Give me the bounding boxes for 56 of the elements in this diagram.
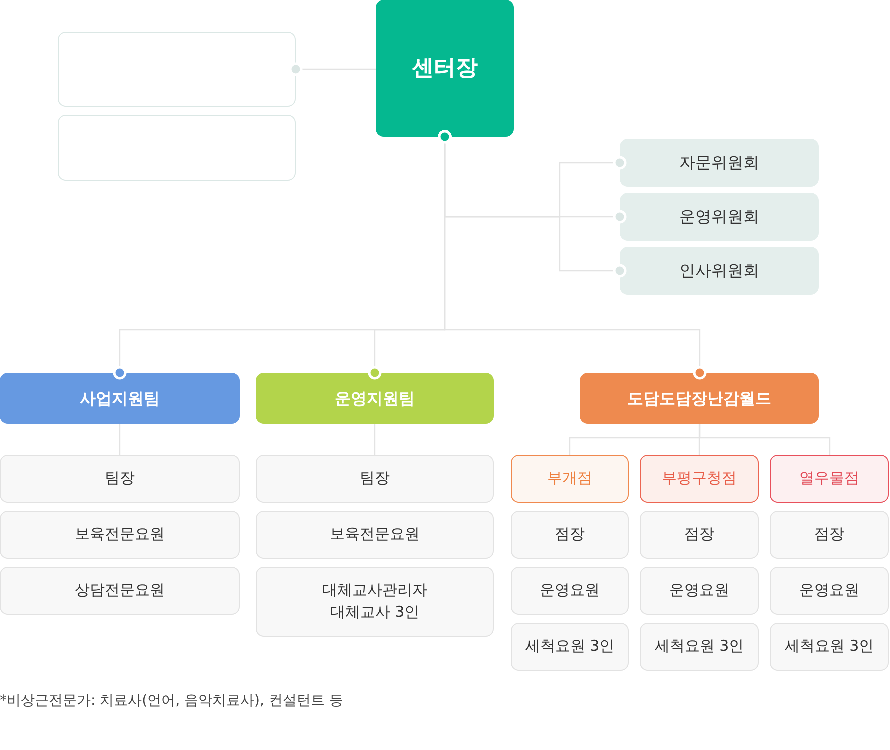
position-box xyxy=(770,623,889,671)
position-label: 대체교사관리자 xyxy=(322,580,428,602)
position-label: 운영요원 xyxy=(670,580,730,602)
position-box xyxy=(511,511,629,559)
empty-box xyxy=(58,32,296,107)
position-box xyxy=(640,567,759,615)
position-box xyxy=(0,455,240,503)
position-box xyxy=(256,511,494,559)
title-label: 센터장 xyxy=(412,54,478,83)
position-box xyxy=(256,567,494,637)
committee-label: 인사위원회 xyxy=(680,260,760,282)
committee-label: 자문위원회 xyxy=(680,152,760,174)
position-label: 운영요원 xyxy=(800,580,860,602)
position-label: 점장 xyxy=(814,524,844,546)
footnote: *비상근전문가: 치료사(언어, 음악치료사), 컨설턴트 등 xyxy=(0,692,344,710)
empty-box xyxy=(58,115,296,181)
position-box xyxy=(640,623,759,671)
branch-box xyxy=(511,455,629,503)
team-label: 도담도담장난감월드 xyxy=(628,388,772,410)
position-label: 세척요원 3인 xyxy=(654,636,744,658)
position-box xyxy=(770,567,889,615)
position-box xyxy=(770,511,889,559)
committee-label: 운영위원회 xyxy=(680,206,760,228)
position-box xyxy=(0,511,240,559)
team-label: 사업지원팀 xyxy=(80,388,160,410)
connector-line xyxy=(438,130,707,380)
position-box xyxy=(511,623,629,671)
director-box xyxy=(376,0,514,137)
position-label: 팀장 xyxy=(360,468,390,490)
team-label: 운영지원팀 xyxy=(335,388,415,410)
connector-line xyxy=(289,62,376,76)
position-box xyxy=(256,455,494,503)
position-label: 대체교사 3인 xyxy=(330,602,420,623)
position-label: 팀장 xyxy=(105,468,135,490)
position-label: 점장 xyxy=(555,524,585,546)
position-label: 상담전문요원 xyxy=(75,580,165,602)
team-box xyxy=(580,373,819,424)
committee-box xyxy=(620,139,819,187)
committee-box xyxy=(620,193,819,241)
team-box xyxy=(0,373,240,424)
position-label: 보육전문요원 xyxy=(330,524,420,546)
position-box xyxy=(0,567,240,615)
branch-label: 부개점 xyxy=(548,468,592,490)
committee-box xyxy=(620,247,819,295)
position-label: 점장 xyxy=(684,524,714,546)
position-label: 세척요원 3인 xyxy=(525,636,615,658)
position-label: 세척요원 3인 xyxy=(784,636,874,658)
position-box xyxy=(511,567,629,615)
branch-box xyxy=(770,455,889,503)
team-box xyxy=(256,373,494,424)
position-box xyxy=(640,511,759,559)
branch-label: 열우물점 xyxy=(800,468,860,490)
branch-label: 부평구청점 xyxy=(662,468,737,490)
position-label: 보육전문요원 xyxy=(75,524,165,546)
position-label: 운영요원 xyxy=(540,580,600,602)
branch-box xyxy=(640,455,759,503)
